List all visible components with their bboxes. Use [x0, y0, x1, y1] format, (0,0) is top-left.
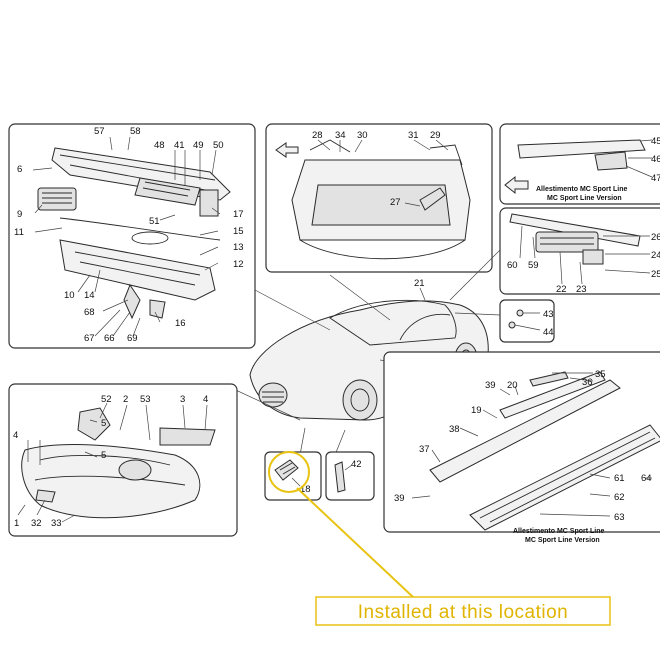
- callout-5-lower: 5: [101, 450, 106, 461]
- callout-42: 42: [351, 459, 362, 470]
- version-label-top-line1: Allestimento MC Sport Line: [536, 186, 628, 193]
- callout-19: 19: [471, 405, 482, 416]
- callout-36: 36: [582, 377, 593, 388]
- callout-39-lower: 39: [394, 493, 405, 504]
- callout-18: 18: [300, 484, 311, 495]
- panel-trunk: 28 34 30 31 29 27: [265, 123, 493, 273]
- callout-4-left: 4: [13, 430, 18, 441]
- callout-24: 24: [651, 250, 660, 261]
- callout-38: 38: [449, 424, 460, 435]
- panel-part-42: 42: [325, 451, 375, 501]
- callout-15: 15: [233, 226, 244, 237]
- callout-51: 51: [149, 216, 160, 227]
- callout-67: 67: [84, 333, 95, 344]
- callout-33: 33: [51, 518, 62, 529]
- panel-underbody: 52 2 53 3 4 4 5 5 1 32 33: [8, 383, 238, 537]
- callout-26: 26: [651, 232, 660, 243]
- callout-12: 12: [233, 259, 244, 270]
- callout-60: 60: [507, 260, 518, 271]
- panel-cowl: 57 58 6 48 41 49 50 9 51 17 11 15 13 12 …: [8, 123, 256, 349]
- panel-side-skirts: 35 39 20 36 19 38 37 39 61 64 62 63 Alle…: [383, 351, 660, 544]
- callout-69: 69: [127, 333, 138, 344]
- callout-2: 2: [123, 394, 128, 405]
- callout-62: 62: [614, 492, 625, 503]
- callout-31: 31: [408, 130, 419, 141]
- version-label-bottom-line2: MC Sport Line Version: [525, 537, 600, 544]
- callout-47: 47: [651, 173, 660, 184]
- callout-64: 64: [641, 473, 652, 484]
- callout-27: 27: [390, 197, 401, 208]
- callout-10: 10: [64, 290, 75, 301]
- callout-61: 61: [614, 473, 625, 484]
- callout-5-upper: 5: [101, 418, 106, 429]
- callout-1: 1: [14, 518, 19, 529]
- callout-50: 50: [213, 140, 224, 151]
- callout-48: 48: [154, 140, 165, 151]
- annotation-text: Installed at this location: [358, 602, 569, 623]
- callout-13: 13: [233, 242, 244, 253]
- callout-37: 37: [419, 444, 430, 455]
- callout-20: 20: [507, 380, 518, 391]
- callout-3: 3: [180, 394, 185, 405]
- version-label-top-line2: MC Sport Line Version: [547, 195, 622, 202]
- panel-clips: 43 44: [499, 299, 555, 343]
- callout-58: 58: [130, 126, 141, 137]
- callout-6: 6: [17, 164, 22, 175]
- callout-14: 14: [84, 290, 95, 301]
- callout-59: 59: [528, 260, 539, 271]
- callout-34: 34: [335, 130, 346, 141]
- panel-side-trim: 26 24 25 60 59 22 23: [499, 207, 660, 295]
- annotation-callout: Installed at this location: [315, 596, 611, 626]
- callout-21: 21: [414, 278, 425, 289]
- callout-28: 28: [312, 130, 323, 141]
- location-highlight: [268, 451, 414, 598]
- callout-35: 35: [595, 369, 606, 380]
- callout-32: 32: [31, 518, 42, 529]
- callout-44: 44: [543, 327, 554, 338]
- panel-spoiler: 45 46 47 Allestimento MC Sport Line MC S…: [499, 123, 660, 205]
- callout-52: 52: [101, 394, 112, 405]
- callout-68: 68: [84, 307, 95, 318]
- callout-9: 9: [17, 209, 22, 220]
- callout-45: 45: [651, 136, 660, 147]
- callout-39-upper: 39: [485, 380, 496, 391]
- callout-53: 53: [140, 394, 151, 405]
- callout-17: 17: [233, 209, 244, 220]
- callout-46: 46: [651, 154, 660, 165]
- callout-23: 23: [576, 284, 587, 295]
- callout-63: 63: [614, 512, 625, 523]
- callout-29: 29: [430, 130, 441, 141]
- callout-57: 57: [94, 126, 105, 137]
- version-label-bottom-line1: Allestimento MC Sport Line: [513, 528, 605, 535]
- callout-4-right: 4: [203, 394, 208, 405]
- callout-22: 22: [556, 284, 567, 295]
- callout-11: 11: [14, 227, 24, 238]
- callout-66: 66: [104, 333, 115, 344]
- callout-49: 49: [193, 140, 204, 151]
- callout-16: 16: [175, 318, 186, 329]
- callout-30: 30: [357, 130, 368, 141]
- callout-43: 43: [543, 309, 554, 320]
- callout-25: 25: [651, 269, 660, 280]
- callout-41: 41: [174, 140, 185, 151]
